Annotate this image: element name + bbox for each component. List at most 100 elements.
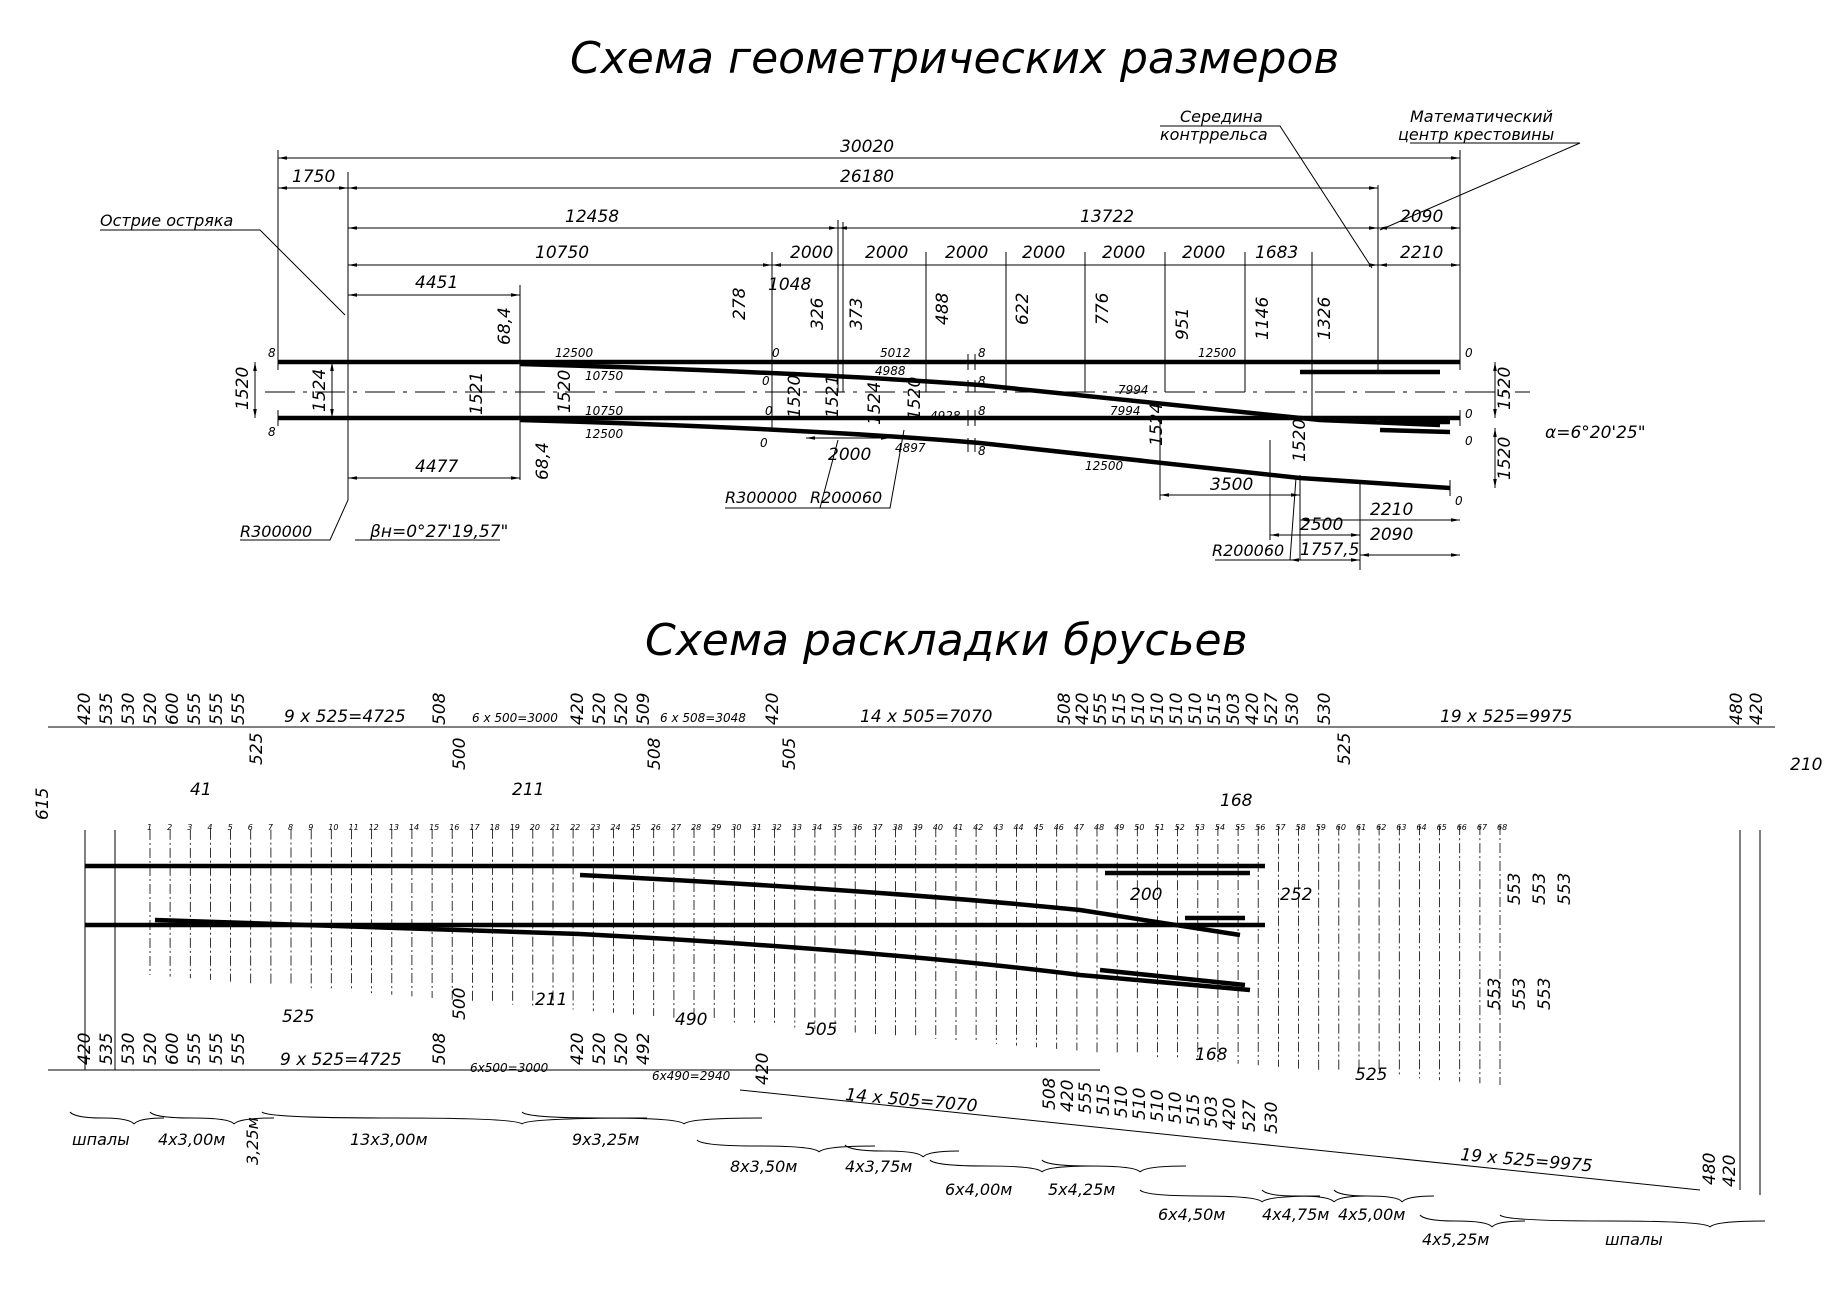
group-label-3-25: 3,25м <box>243 1117 262 1165</box>
ties-top-535: 535 <box>97 693 117 725</box>
ties-top-515-b: 515 <box>1205 693 1225 725</box>
ties-bot-530: 530 <box>1262 1102 1282 1134</box>
dim-3500: 3500 <box>1210 475 1253 495</box>
ties-top-510-b: 510 <box>1148 693 1168 725</box>
dim-12458: 12458 <box>565 207 619 227</box>
ties-bot-492: 492 <box>634 1033 654 1065</box>
gauge-1524-c: 1524 <box>1147 403 1167 446</box>
dim-373: 373 <box>847 298 867 330</box>
geometry-scheme-title: Схема геометрических размеров <box>570 33 1339 84</box>
dim-1326: 1326 <box>1315 297 1335 340</box>
rail-end-ticks <box>277 354 1461 496</box>
ties-local-525-a: 525 <box>247 733 267 765</box>
dim-1146: 1146 <box>1253 297 1273 340</box>
tie-number: 3 <box>187 823 192 832</box>
ties-top-9x525: 9 x 525=4725 <box>284 707 406 727</box>
ties-blocal-168: 168 <box>1195 1045 1228 1065</box>
tie-number: 63 <box>1396 823 1406 832</box>
math-center-label-1: Математический <box>1410 107 1553 126</box>
ties-top-503: 503 <box>1224 693 1244 725</box>
tie-number: 18 <box>490 823 500 832</box>
gap-0-h: 0 <box>1455 494 1463 508</box>
gauge-1524-b: 1524 <box>865 382 885 425</box>
ties-bot-420-b: 420 <box>568 1033 588 1065</box>
tie-number: 10 <box>328 823 338 832</box>
tie-number: 35 <box>832 823 842 832</box>
ties-local-41: 41 <box>190 780 212 800</box>
dim-951: 951 <box>1173 308 1193 340</box>
tie-number: 29 <box>711 823 721 832</box>
ties-top-555-d: 555 <box>1091 693 1111 725</box>
ties-local-168-top: 168 <box>1220 791 1253 811</box>
tie-number: 56 <box>1255 823 1265 832</box>
gauge-1524-left: 1524 <box>310 369 330 412</box>
ties-local-525-b: 525 <box>1335 733 1355 765</box>
tie-number: 39 <box>913 823 923 832</box>
ties-top-515-a: 515 <box>1110 693 1130 725</box>
gap-8-d: 8 <box>978 374 986 388</box>
alpha-angle: α=6°20'25" <box>1545 423 1646 443</box>
ties-bot-6x490: 6x490=2940 <box>652 1069 731 1083</box>
ties-top-555-a: 555 <box>185 693 205 725</box>
gauge-1520-d: 1520 <box>1290 419 1310 462</box>
ties-bot-420-c: 420 <box>753 1053 773 1085</box>
ties-local-500: 500 <box>450 738 470 770</box>
ties-bot-420-e: 420 <box>1220 1098 1240 1130</box>
ties-top-510-a: 510 <box>1129 693 1149 725</box>
ties-top-480: 480 <box>1727 693 1747 725</box>
dim-2000-1: 2000 <box>790 243 833 263</box>
tie-group-braces <box>69 1111 1766 1228</box>
tie-number: 58 <box>1296 823 1306 832</box>
dim-2210-bottom: 2210 <box>1370 500 1413 520</box>
tie-number: 7 <box>268 823 274 832</box>
ties-bot-520: 520 <box>141 1033 161 1065</box>
gap-0-b: 0 <box>762 374 770 388</box>
group-label-4x5-25: 4x5,25м <box>1422 1230 1489 1249</box>
group-label-4x4-75: 4x4,75м <box>1262 1205 1329 1224</box>
tie-number: 50 <box>1134 823 1144 832</box>
dim-13722: 13722 <box>1080 207 1134 227</box>
group-label-6x4-00: 6x4,00м <box>945 1180 1012 1199</box>
ties-top-600: 600 <box>163 693 183 725</box>
tie-scheme-diverging-inner <box>579 872 1241 938</box>
ties-scheme-title: Схема раскладки брусьев <box>645 615 1248 666</box>
math-center-label-2: центр крестовины <box>1398 125 1554 144</box>
ties-bot-515-b: 515 <box>1184 1094 1204 1126</box>
tie-number: 64 <box>1416 823 1426 832</box>
ties-bot-6x500: 6x500=3000 <box>470 1061 549 1075</box>
ties-top-6x500: 6 x 500=3000 <box>472 711 558 725</box>
gauge-1520-a: 1520 <box>555 370 575 413</box>
ties-top-530-b: 530 <box>1283 693 1303 725</box>
ties-top-508-b: 508 <box>1055 692 1075 725</box>
tie-number: 21 <box>550 823 560 832</box>
group-label-5x4-25: 5x4,25м <box>1048 1180 1115 1199</box>
group-label-9x3-25: 9x3,25м <box>572 1130 639 1149</box>
dim-4477: 4477 <box>415 457 458 477</box>
guard-rail-mid-label-2: контррельса <box>1160 125 1268 144</box>
tie-number: 13 <box>389 823 399 832</box>
len-4988: 4988 <box>875 364 906 378</box>
gauge-1520-b: 1520 <box>785 375 805 418</box>
ties-bot-510-b: 510 <box>1130 1088 1150 1120</box>
diverging-rail-inner <box>519 361 1441 428</box>
len-4928: 4928 <box>930 409 961 423</box>
tie-number: 37 <box>872 823 883 832</box>
ties-local-553-a: 553 <box>1505 873 1525 905</box>
ties-top-510-c: 510 <box>1167 693 1187 725</box>
tie-number: 12 <box>369 823 379 832</box>
dim-1757-5: 1757,5 <box>1300 540 1359 560</box>
tie-number: 8 <box>288 823 293 832</box>
group-label-13x3-00: 13x3,00м <box>350 1130 428 1149</box>
radius-r200060-mid: R200060 <box>810 488 882 507</box>
ties-bot-520-c: 520 <box>612 1033 632 1065</box>
ties-bot-508: 508 <box>430 1032 450 1065</box>
dim-2000-4: 2000 <box>1022 243 1065 263</box>
ties-top-420-d: 420 <box>1073 693 1093 725</box>
ties-blocal-525-a: 525 <box>282 1007 314 1027</box>
tie-number: 66 <box>1457 823 1467 832</box>
dim-68-4-top: 68,4 <box>495 307 515 345</box>
ties-bot-555-a: 555 <box>185 1033 205 1065</box>
ties-bot-510-a: 510 <box>1112 1086 1132 1118</box>
tie-number: 32 <box>772 823 782 832</box>
